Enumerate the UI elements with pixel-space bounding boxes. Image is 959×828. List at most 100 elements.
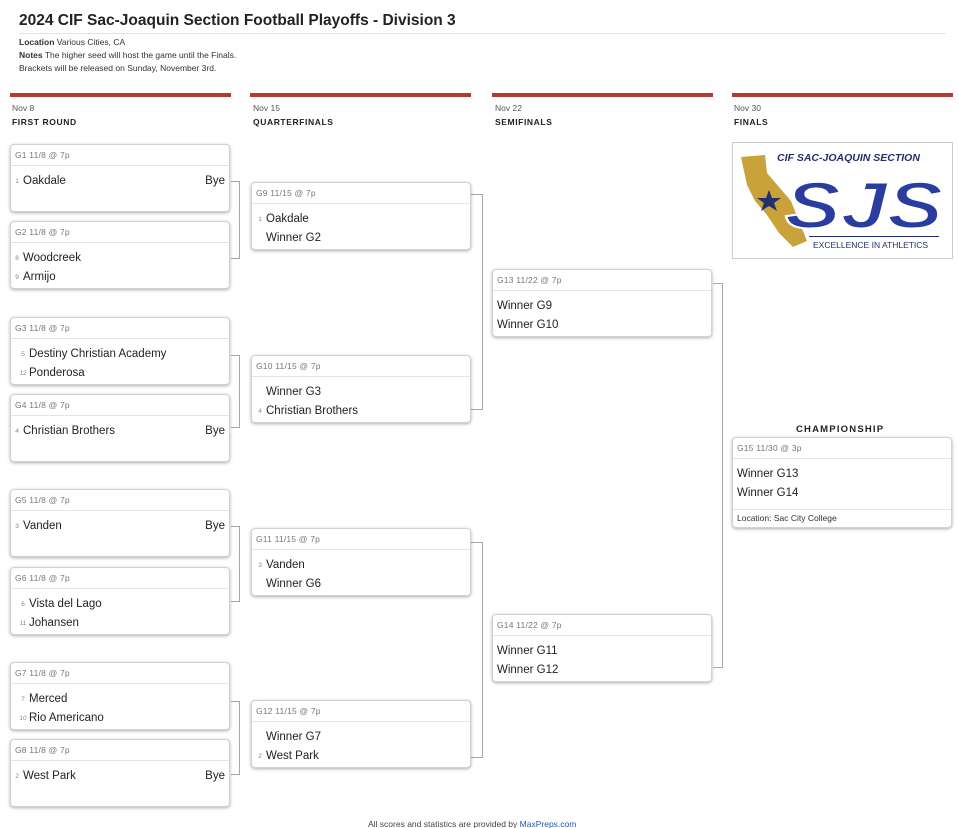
- game-header: G7 11/8 @ 7p: [11, 663, 229, 684]
- seed-number: 2: [15, 773, 19, 780]
- team-row[interactable]: Winner G7: [252, 728, 470, 747]
- notes-label: Notes: [19, 50, 43, 60]
- team-row[interactable]: Winner G11: [493, 642, 711, 661]
- game-card-g14[interactable]: G14 11/22 @ 7p Winner G11 Winner G12: [492, 614, 712, 682]
- notes-value: The higher seed will host the game until…: [44, 50, 237, 60]
- page-title: 2024 CIF Sac-Joaquin Section Football Pl…: [19, 12, 456, 29]
- location-label: Location: [19, 37, 55, 47]
- team-row[interactable]: Winner G2: [252, 229, 470, 248]
- team-name: Christian Brothers: [23, 425, 116, 437]
- game-header: G2 11/8 @ 7p: [11, 222, 229, 243]
- seed-number: 5: [21, 351, 25, 358]
- game-card-g13[interactable]: G13 11/22 @ 7p Winner G9 Winner G10: [492, 269, 712, 337]
- team-row[interactable]: 5 Destiny Christian Academy: [11, 345, 229, 364]
- maxpreps-link[interactable]: MaxPreps.com: [519, 819, 577, 828]
- game-card-g11[interactable]: G11 11/15 @ 7p 3 Vanden Winner G6: [251, 528, 471, 596]
- team-row[interactable]: Winner G13: [733, 465, 951, 484]
- round-3-date: Nov 22: [495, 103, 522, 113]
- connector-g3-g4: [231, 355, 240, 428]
- team-row[interactable]: 4 Christian Brothers: [252, 402, 470, 421]
- sjs-logo-graphic: CIF SAC-JOAQUIN SECTION SJS EXCELLENCE I…: [741, 152, 944, 250]
- game-card-g15[interactable]: G15 11/30 @ 3p Winner G13 Winner G14 Loc…: [732, 437, 952, 528]
- game-card-g10[interactable]: G10 11/15 @ 7p Winner G3 4 Christian Brot…: [251, 355, 471, 423]
- game-header: G13 11/22 @ 7p: [493, 270, 711, 291]
- seed-number: 1: [15, 178, 19, 185]
- team-row: [11, 536, 229, 555]
- team-name: Winner G3: [266, 386, 321, 398]
- team-row[interactable]: Winner G3: [252, 383, 470, 402]
- connector-g11-g12: [471, 542, 483, 758]
- team-name: Woodcreek: [23, 252, 81, 264]
- game-header: G4 11/8 @ 7p: [11, 395, 229, 416]
- round-4-date: Nov 30: [734, 103, 761, 113]
- team-name: Armijo: [23, 271, 56, 283]
- team-row: [11, 191, 229, 210]
- game-header: G11 11/15 @ 7p: [252, 529, 470, 550]
- team-name: Rio Americano: [29, 712, 104, 724]
- seed-number: 8: [15, 255, 19, 262]
- round-4-name: FINALS: [734, 117, 769, 127]
- footer-text: All scores and statistics are provided b…: [368, 819, 520, 828]
- title-divider: [19, 33, 946, 34]
- bye-label: Bye: [205, 520, 225, 532]
- round-1-name: FIRST ROUND: [12, 117, 77, 127]
- bye-label: Bye: [205, 425, 225, 437]
- team-name: Christian Brothers: [266, 405, 359, 417]
- seed-number: 3: [258, 562, 262, 569]
- seed-number: 3: [15, 523, 19, 530]
- footer-credit: All scores and statistics are provided b…: [368, 819, 576, 828]
- connector-g7-g8: [231, 701, 240, 775]
- team-row[interactable]: Winner G10: [493, 316, 711, 335]
- logo-tagline: EXCELLENCE IN ATHLETICS: [813, 240, 928, 250]
- game-card-g9[interactable]: G9 11/15 @ 7p 1 Oakdale Winner G2: [251, 182, 471, 250]
- team-row[interactable]: 3 Vanden: [252, 556, 470, 575]
- team-row[interactable]: Winner G14: [733, 484, 951, 503]
- game-header: G10 11/15 @ 7p: [252, 356, 470, 377]
- team-row[interactable]: 1 Oakdale: [252, 210, 470, 229]
- seed-number: 1: [258, 216, 262, 223]
- team-row[interactable]: Winner G6: [252, 575, 470, 594]
- round-2-date: Nov 15: [253, 103, 280, 113]
- game-header: G3 11/8 @ 7p: [11, 318, 229, 339]
- seed-number: 10: [19, 715, 27, 722]
- team-row[interactable]: 9 Armijo: [11, 268, 229, 287]
- team-name: Winner G14: [737, 487, 799, 499]
- team-row[interactable]: 8 Woodcreek: [11, 249, 229, 268]
- team-row[interactable]: Winner G12: [493, 661, 711, 680]
- sjs-logo: CIF SAC-JOAQUIN SECTION SJS EXCELLENCE I…: [732, 142, 953, 259]
- game-header: G5 11/8 @ 7p: [11, 490, 229, 511]
- game-card-g2[interactable]: G2 11/8 @ 7p 8 Woodcreek 9 Armijo: [10, 221, 230, 289]
- connector-g5-g6: [231, 526, 240, 602]
- seed-number: 4: [258, 408, 262, 415]
- location-value: Various Cities, CA: [56, 37, 126, 47]
- team-row[interactable]: Winner G9: [493, 297, 711, 316]
- round-3-bar: [492, 93, 713, 97]
- team-name: Vanden: [266, 559, 305, 571]
- team-name: Destiny Christian Academy: [29, 348, 167, 360]
- team-name: Oakdale: [266, 213, 309, 225]
- game-header: G9 11/15 @ 7p: [252, 183, 470, 204]
- team-name: Winner G7: [266, 731, 321, 743]
- seed-number: 9: [15, 274, 19, 281]
- game-header: G14 11/22 @ 7p: [493, 615, 711, 636]
- team-name: West Park: [266, 750, 319, 762]
- seed-number: 6: [21, 601, 25, 608]
